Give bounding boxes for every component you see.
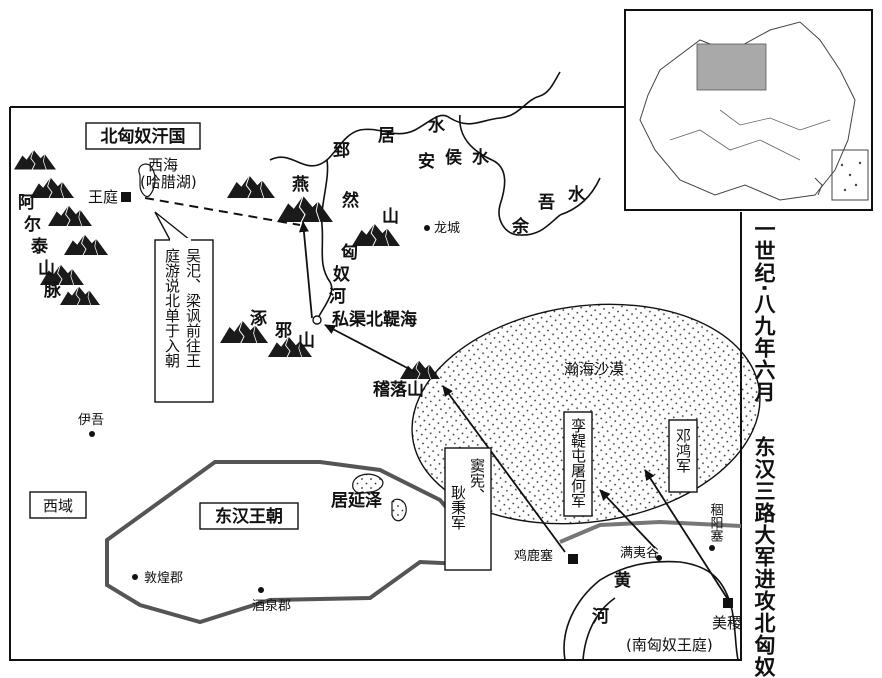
longcheng-label: 龙城 [434,221,460,236]
guyangsai-label: 稒阳塞 [708,503,724,542]
douxian-col-1: 窦宪、 [468,458,486,503]
manyigu-label: 满夷谷 [620,545,659,561]
siqu-marker [312,315,322,325]
denghong-box [668,419,698,493]
zhuoye-char-1: 邪 [274,321,292,341]
siqu-to-yanran-arrow [298,221,313,319]
yellow-river [563,560,739,661]
altai-char-3: 山 [38,259,55,279]
map-title: 一世纪·八九年六月 东汉三路大军进攻北匈奴 [744,218,784,678]
han-label: 东汉王朝 [215,506,283,527]
yuwu-char-0: 余 [511,216,530,237]
nanxiongnu-label: (南匈奴王庭) [626,636,713,654]
wangting-label: 王庭 [88,188,118,206]
xiongnu-river [317,159,333,319]
zhiju-river [269,71,561,167]
anhou-char-1: 侯 [445,147,463,168]
jilusai-marker [568,554,578,564]
juyanze-label: 居延泽 [331,490,382,511]
douxian-arrow [442,385,566,553]
han-border [105,460,489,625]
denghong-label: 邓鸿军 [674,428,692,473]
anhou-char-2: 水 [472,147,490,168]
yuwu-char-1: 吾 [538,193,555,213]
douxian-box [444,447,492,571]
wangting-marker [121,192,131,202]
xiyu-label: 西域 [43,497,73,515]
zhuoye-char-0: 涿 [250,308,268,329]
guyangsai-marker [709,545,715,551]
envoy-note-box [154,239,214,403]
jiluo-mountain [400,359,440,380]
yellow-river-char-1: 河 [592,607,609,627]
xiongnu-river-char-2: 河 [329,287,346,307]
manyigu-marker [656,555,662,561]
envoy-route [144,197,301,226]
inset-locator-map [624,9,873,211]
map-title-line-2: 东汉三路大军进攻北匈奴 [752,436,776,678]
yanran-mountains [226,175,400,246]
envoy-note-col-2: 庭游说北单于入朝 [163,248,181,369]
xiongnu-river-char-0: 匈 [340,242,358,263]
altai-char-4: 脉 [43,280,62,301]
zhiju-char-2: 水 [428,115,446,136]
zhuoye-char-2: 山 [298,331,315,351]
tuhe-box [563,411,593,517]
han-label-box [199,502,299,530]
dunhuang-label: 敦煌郡 [144,570,183,586]
altai-char-2: 泰 [31,236,49,257]
yiwu-marker [89,431,95,437]
meiji-label: 美稷 [712,614,742,632]
jiuquan-label: 酒泉郡 [252,598,291,614]
jiuquan-marker [258,587,264,593]
xihai-label: 西海 [148,156,178,174]
anhou-char-0: 安 [418,151,435,172]
xiongnu-label: 北匈奴汗国 [101,126,186,147]
map-title-line-1: 一世纪·八九年六月 [752,218,776,403]
yanran-char-2: 山 [382,207,399,227]
yuwu-river [559,177,601,216]
yanran-char-1: 然 [342,190,359,211]
meiji-marker [723,598,733,608]
anhou-river [459,114,561,236]
han-northeast-border [559,519,742,544]
zhiju-char-0: 郅 [333,141,350,161]
jiluo-to-siqu-arrow [324,324,416,373]
altai-char-1: 尔 [24,214,41,235]
jilusai-label: 鸡鹿塞 [514,548,553,564]
altai-char-0: 阿 [18,193,35,213]
douxian-col-2: 耿秉军 [449,485,467,530]
denghong-arrow [644,469,728,599]
juyanze-lake [352,473,384,494]
xiyu-label-box [29,491,87,519]
xihai-lake [138,163,156,198]
yanran-char-0: 燕 [292,174,309,195]
xihai-label-2: (哈腊湖) [140,173,197,191]
zhiju-char-1: 居 [378,126,395,146]
dunhuang-marker [132,574,138,580]
siqu-label: 私渠北鞮海 [332,309,417,330]
xiongnu-river-char-1: 奴 [332,264,350,285]
yiwu-label: 伊吾 [78,413,104,428]
tuhe-label: 孪鞮屯屠何军 [569,418,587,508]
envoy-note-col-1: 吴汜、梁讽前往王 [184,248,202,368]
tuhe-arrow [599,489,656,549]
xiongnu-label-box [85,122,201,150]
longcheng-marker [424,225,430,231]
jiluo-label: 稽落山 [373,379,424,400]
yuwu-char-2: 水 [568,184,586,205]
yellow-river-char-0: 黄 [614,570,631,591]
desert-label: 瀚海沙漠 [564,360,624,378]
